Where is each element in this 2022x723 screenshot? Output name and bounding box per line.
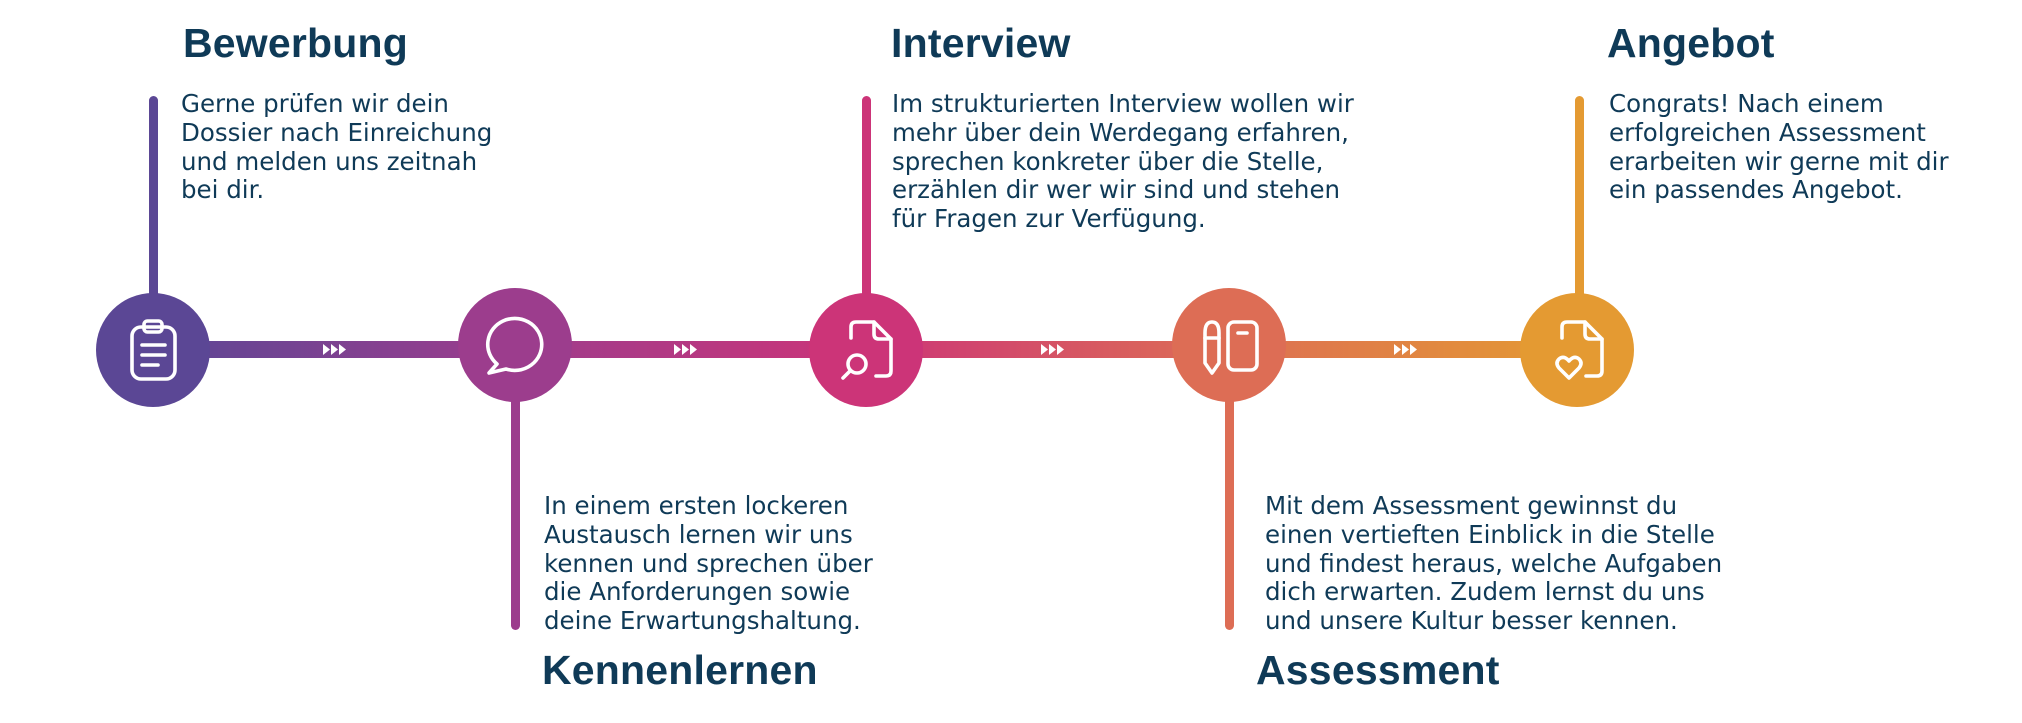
arrow-marker-4 <box>1394 344 1417 355</box>
document-heart-icon <box>1555 320 1604 380</box>
description-line: Congrats! Nach einem <box>1609 89 1884 118</box>
arrow-marker-3 <box>1041 344 1064 355</box>
description-line: Dossier nach Einreichung <box>181 117 493 147</box>
description-line: Austausch lernen wir uns <box>544 519 853 549</box>
step-description-kennenlernen: In einem ersten lockeren Austausch lerne… <box>544 491 873 636</box>
document-search-icon <box>841 320 893 380</box>
step-stem-kennenlernen <box>511 395 520 630</box>
arrow-marker-1 <box>323 344 346 355</box>
step-description-interview: Im strukturierten Interview wollen wir m… <box>892 89 1354 234</box>
description-line: und melden uns zeitnah <box>181 146 478 176</box>
step-node-bewerbung <box>96 293 210 407</box>
description-line: kennen und sprechen über <box>544 548 873 578</box>
description-line: erfolgreichen Assessment <box>1609 117 1926 147</box>
description-line: Im strukturierten Interview wollen wir <box>892 89 1354 118</box>
description-line: einen vertieften Einblick in die Stelle <box>1265 519 1715 549</box>
description-line: ein passendes Angebot. <box>1609 175 1903 205</box>
step-title-kennenlernen: Kennenlernen <box>542 647 818 693</box>
step-description-assessment: Mit dem Assessment gewinnst du einen ver… <box>1265 491 1723 636</box>
step-stem-assessment <box>1225 395 1234 630</box>
description-line: sprechen konkreter über die Stelle, <box>892 146 1324 176</box>
description-line: erzählen dir wer wir sind und stehen <box>892 175 1341 205</box>
description-line: die Anforderungen sowie <box>544 577 851 607</box>
description-line: In einem ersten lockeren <box>544 491 849 520</box>
step-description-bewerbung: Gerne prüfen wir dein Dossier nach Einre… <box>181 89 493 205</box>
step-title-assessment: Assessment <box>1256 647 1500 693</box>
step-title-interview: Interview <box>891 20 1071 66</box>
pen-notebook-icon <box>1203 320 1259 375</box>
arrow-marker-2 <box>674 344 697 355</box>
description-line: und findest heraus, welche Aufgaben <box>1265 548 1723 578</box>
description-line: Mit dem Assessment gewinnst du <box>1265 491 1678 520</box>
chat-bubble-icon <box>485 316 544 375</box>
step-node-angebot <box>1520 293 1634 407</box>
step-description-angebot: Congrats! Nach einem erfolgreichen Asses… <box>1609 89 1949 205</box>
step-stem-angebot <box>1575 96 1584 301</box>
description-line: deine Erwartungshaltung. <box>544 606 861 636</box>
step-title-angebot: Angebot <box>1607 20 1775 66</box>
description-line: Gerne prüfen wir dein <box>181 89 449 118</box>
step-node-interview <box>809 293 923 407</box>
description-line: für Fragen zur Verfügung. <box>892 204 1206 234</box>
step-title-bewerbung: Bewerbung <box>183 20 409 66</box>
description-line: erarbeiten wir gerne mit dir <box>1609 146 1949 176</box>
description-line: dich erwarten. Zudem lernst du uns <box>1265 577 1705 607</box>
step-stem-interview <box>862 96 871 301</box>
step-node-kennenlernen <box>458 288 572 402</box>
description-line: bei dir. <box>181 175 265 205</box>
clipboard-icon <box>130 319 177 381</box>
step-stem-bewerbung <box>149 96 158 301</box>
description-line: mehr über dein Werdegang erfahren, <box>892 117 1349 147</box>
description-line: und unsere Kultur besser kennen. <box>1265 606 1678 636</box>
